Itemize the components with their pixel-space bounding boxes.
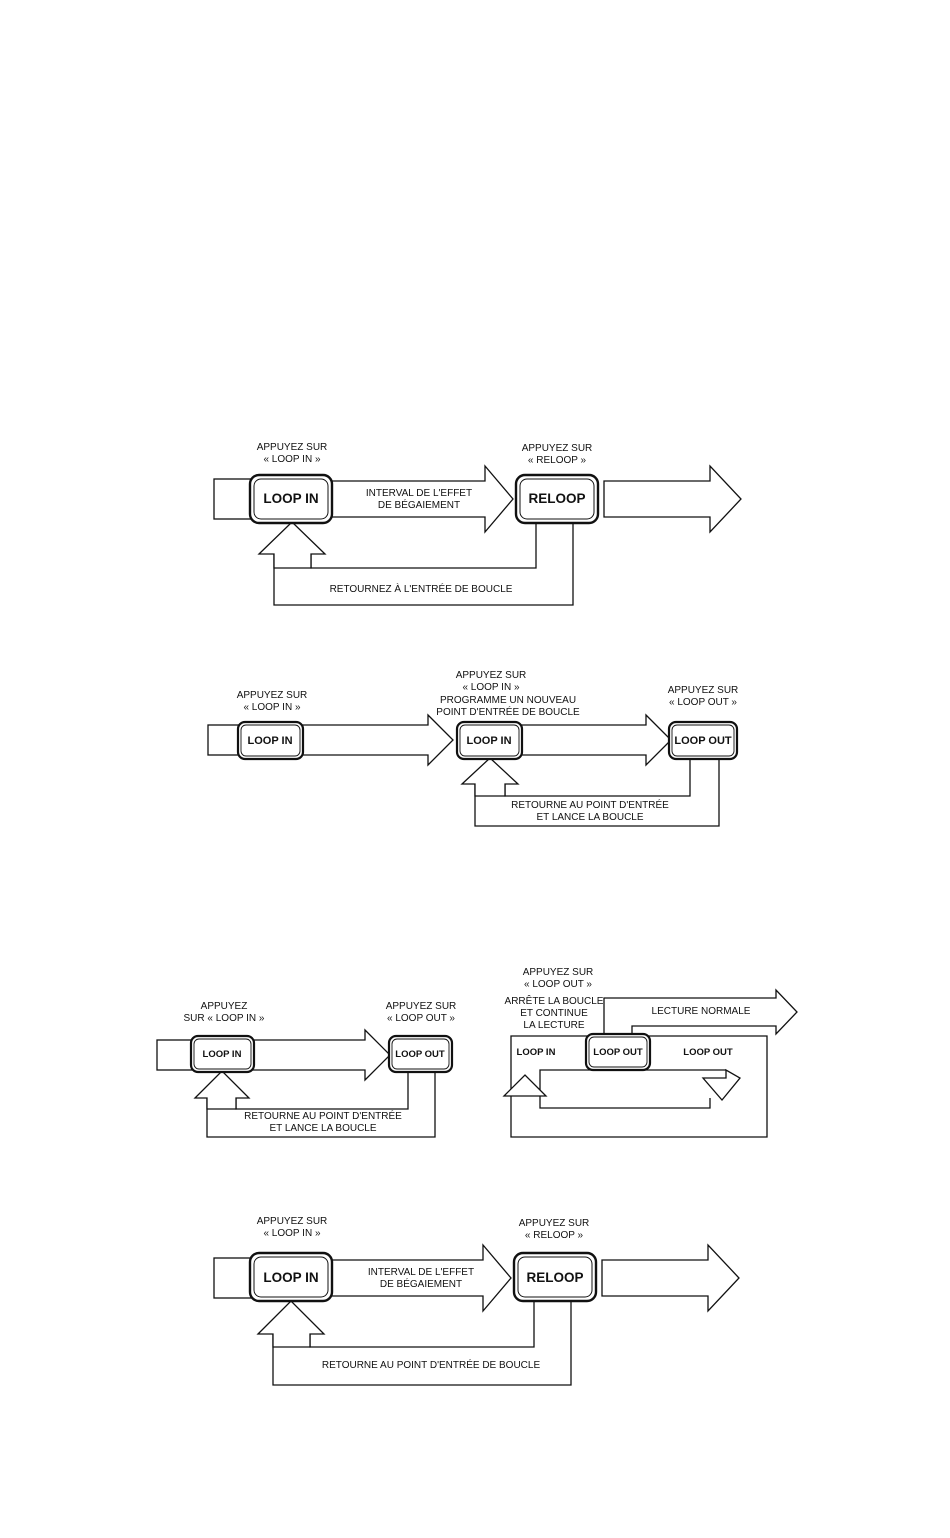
- diagram-3b: LOOP OUT LOOP IN LOOP OUT APPUYEZ SUR « …: [502, 967, 798, 1138]
- interval-line2: DE BÉGAIEMENT: [380, 1277, 462, 1290]
- loop-out-button: [584, 1032, 652, 1072]
- press-loop-in-new-line4: POINT D'ENTRÉE DE BOUCLE: [436, 705, 580, 718]
- press-loop-in-line2: « LOOP IN »: [263, 1228, 321, 1239]
- loop-out-button-label: LOOP OUT: [593, 1047, 643, 1058]
- return-loop-inner: [504, 760, 691, 797]
- input-bar: [156, 1039, 194, 1071]
- press-reloop-line2: « RELOOP »: [528, 455, 587, 466]
- press-loop-in-line1: APPUYEZ: [201, 1001, 248, 1012]
- return-line1: RETOURNE AU POINT D'ENTRÉE: [244, 1109, 402, 1122]
- stop-line2: ET CONTINUE: [520, 1008, 588, 1019]
- press-loop-in-new-line2: « LOOP IN »: [462, 682, 520, 693]
- loop-out-button-label: LOOP OUT: [395, 1049, 445, 1060]
- input-bar: [213, 1257, 255, 1299]
- loop-in-label: LOOP IN: [517, 1047, 556, 1058]
- input-bar: [213, 478, 255, 520]
- reloop-button-label: RELOOP: [526, 1270, 583, 1285]
- loop-in-button: [189, 1034, 256, 1074]
- return-loop-inner: [310, 523, 537, 569]
- input-bar: [207, 724, 243, 756]
- return-loop-outer: [206, 1073, 436, 1138]
- interval-arrow: [329, 464, 514, 534]
- loop-out-button-label: LOOP OUT: [674, 735, 732, 747]
- press-reloop-line1: APPUYEZ SUR: [519, 1218, 590, 1229]
- stop-line1: ARRÊTE LA BOUCLE: [505, 994, 604, 1007]
- press-loop-out-line1: APPUYEZ SUR: [668, 685, 739, 696]
- press-loop-out-line1: APPUYEZ SUR: [386, 1001, 457, 1012]
- loop-in-button-label: LOOP IN: [263, 491, 318, 506]
- reloop-button-label: RELOOP: [528, 491, 585, 506]
- press-loop-in-line2: « LOOP IN »: [243, 702, 301, 713]
- inner-loop-top: [539, 1069, 726, 1096]
- return-loop-inner: [309, 1302, 535, 1348]
- reloop-button: [514, 473, 600, 525]
- output-arrow: [603, 464, 742, 534]
- interval-arrow: [329, 1243, 512, 1313]
- return-line2: ET LANCE LA BOUCLE: [536, 812, 643, 823]
- return-loop-outer: [273, 523, 574, 606]
- outer-frame: [510, 1035, 768, 1138]
- reloop-button: [512, 1251, 598, 1303]
- diagram-3a: LOOP IN LOOP OUT APPUYEZ SUR « LOOP IN »…: [156, 1001, 457, 1138]
- press-loop-out-line2: « LOOP OUT »: [669, 697, 737, 708]
- return-arrow-head: [256, 1300, 326, 1348]
- up-arrow-head: [502, 1074, 548, 1097]
- down-arrow-head: [701, 1068, 741, 1102]
- diagram-4: LOOP IN RELOOP APPUYEZ SUR « LOOP IN » A…: [213, 1216, 740, 1386]
- arrow-2: [519, 713, 672, 767]
- arrow-1: [251, 1028, 391, 1082]
- diagram-1: LOOP IN RELOOP APPUYEZ SUR « LOOP IN » A…: [213, 442, 742, 606]
- press-loop-in-line2: SUR « LOOP IN »: [184, 1013, 265, 1024]
- loop-in-button: [248, 473, 334, 525]
- loop-in-button-1: [236, 720, 305, 761]
- loop-out-button: [667, 720, 739, 761]
- loop-out-label: LOOP OUT: [683, 1047, 733, 1058]
- return-arrow-head: [460, 757, 520, 797]
- return-line1: RETOURNE AU POINT D'ENTRÉE: [511, 798, 669, 811]
- press-loop-in-new-line1: APPUYEZ SUR: [456, 670, 527, 681]
- normal-play-arrow: [603, 988, 798, 1037]
- output-arrow: [601, 1243, 740, 1313]
- loop-out-button: [387, 1034, 454, 1074]
- return-label: RETOURNE AU POINT D'ENTRÉE DE BOUCLE: [322, 1358, 541, 1371]
- return-label: RETOURNEZ À L'ENTRÉE DE BOUCLE: [330, 582, 513, 595]
- press-loop-out-line2: « LOOP OUT »: [524, 979, 592, 990]
- interval-line1: INTERVAL DE L'EFFET: [368, 1267, 474, 1278]
- return-loop-inner: [235, 1073, 409, 1110]
- press-loop-out-line2: « LOOP OUT »: [387, 1013, 455, 1024]
- return-arrow-head: [257, 521, 327, 569]
- loop-in-button-label: LOOP IN: [203, 1049, 242, 1060]
- return-arrow-head: [193, 1070, 251, 1110]
- press-reloop-line2: « RELOOP »: [525, 1230, 584, 1241]
- loop-in-button-1-label: LOOP IN: [247, 735, 292, 747]
- arrow-1: [299, 713, 454, 767]
- interval-line1: INTERVAL DE L'EFFET: [366, 488, 472, 499]
- press-loop-in-line1: APPUYEZ SUR: [257, 442, 328, 453]
- return-line2: ET LANCE LA BOUCLE: [269, 1123, 376, 1134]
- stop-line3: LA LECTURE: [523, 1020, 584, 1031]
- press-reloop-line1: APPUYEZ SUR: [522, 443, 593, 454]
- press-loop-out-line1: APPUYEZ SUR: [523, 967, 594, 978]
- return-loop-outer: [272, 1302, 572, 1386]
- press-loop-in-line1: APPUYEZ SUR: [257, 1216, 328, 1227]
- loop-in-button-2: [455, 720, 524, 761]
- diagram-2: LOOP IN LOOP IN LOOP OUT APPUYEZ SUR « L…: [207, 670, 739, 827]
- press-loop-in-line1: APPUYEZ SUR: [237, 690, 308, 701]
- loop-in-button: [248, 1251, 334, 1303]
- loop-in-button-label: LOOP IN: [263, 1270, 318, 1285]
- press-loop-in-new-line3: PROGRAMME UN NOUVEAU: [440, 695, 576, 706]
- interval-line2: DE BÉGAIEMENT: [378, 498, 460, 511]
- normal-play-label: LECTURE NORMALE: [652, 1006, 751, 1017]
- return-loop-outer: [474, 760, 720, 827]
- loop-in-button-2-label: LOOP IN: [466, 735, 511, 747]
- inner-loop: [539, 1096, 711, 1109]
- press-loop-in-line2: « LOOP IN »: [263, 454, 321, 465]
